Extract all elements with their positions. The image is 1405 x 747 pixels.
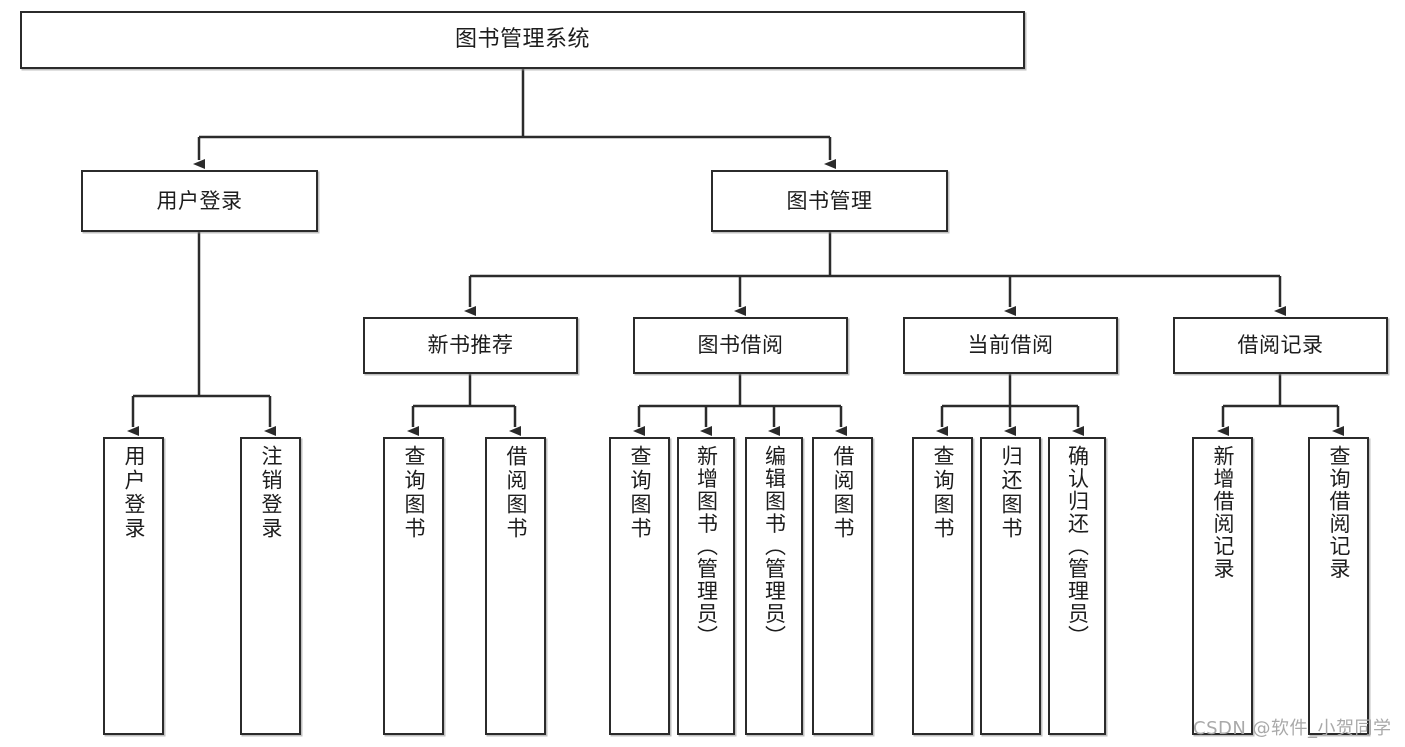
leaf-bookborrow-query-book[interactable]: 查询图书 bbox=[609, 437, 670, 735]
csdn-watermark: CSDN @软件_小贺同学 bbox=[1193, 718, 1392, 739]
leaf-bookborrow-add-book-admin[interactable]: 新增图书（管理员） bbox=[677, 437, 735, 735]
node-label: 查询图书 bbox=[931, 445, 955, 541]
node-label: 归还图书 bbox=[999, 445, 1023, 541]
node-label: 图书管理系统 bbox=[454, 27, 590, 53]
node-label: 查询图书 bbox=[628, 445, 652, 541]
leaf-borrowrecord-add-record[interactable]: 新增借阅记录 bbox=[1192, 437, 1253, 735]
node-label: 确认归还（管理员） bbox=[1065, 445, 1090, 648]
node-label: 借阅图书 bbox=[504, 445, 528, 541]
leaf-currentborrow-query-book[interactable]: 查询图书 bbox=[912, 437, 973, 735]
node-book-borrow[interactable]: 图书借阅 bbox=[633, 317, 848, 374]
node-book-management[interactable]: 图书管理 bbox=[711, 170, 948, 232]
node-label: 图书管理 bbox=[786, 188, 873, 213]
leaf-bookborrow-edit-book-admin[interactable]: 编辑图书（管理员） bbox=[745, 437, 803, 735]
node-label: 查询图书 bbox=[402, 445, 426, 541]
node-label: 借阅图书 bbox=[831, 445, 855, 541]
node-current-borrow[interactable]: 当前借阅 bbox=[903, 317, 1118, 374]
node-label: 编辑图书（管理员） bbox=[762, 445, 787, 648]
node-root-library-system[interactable]: 图书管理系统 bbox=[20, 11, 1025, 69]
leaf-bookborrow-borrow-book[interactable]: 借阅图书 bbox=[812, 437, 873, 735]
node-label: 新增图书（管理员） bbox=[694, 445, 719, 648]
node-label: 新增借阅记录 bbox=[1211, 445, 1235, 580]
node-label: 用户登录 bbox=[122, 445, 146, 541]
node-label: 注销登录 bbox=[259, 445, 283, 541]
node-user-login[interactable]: 用户登录 bbox=[81, 170, 318, 232]
node-label: 查询借阅记录 bbox=[1327, 445, 1351, 580]
leaf-borrowrecord-query-record[interactable]: 查询借阅记录 bbox=[1308, 437, 1369, 735]
leaf-currentborrow-return-book[interactable]: 归还图书 bbox=[980, 437, 1041, 735]
node-borrow-record[interactable]: 借阅记录 bbox=[1173, 317, 1388, 374]
node-new-book-recommend[interactable]: 新书推荐 bbox=[363, 317, 578, 374]
leaf-user-login-signin[interactable]: 用户登录 bbox=[103, 437, 164, 735]
leaf-newbook-borrow-book[interactable]: 借阅图书 bbox=[485, 437, 546, 735]
node-label: 图书借阅 bbox=[697, 333, 784, 358]
node-label: 借阅记录 bbox=[1237, 333, 1324, 358]
leaf-newbook-query-book[interactable]: 查询图书 bbox=[383, 437, 444, 735]
leaf-user-login-signout[interactable]: 注销登录 bbox=[240, 437, 301, 735]
node-label: 用户登录 bbox=[156, 188, 243, 213]
node-label: 当前借阅 bbox=[967, 333, 1054, 358]
node-label: 新书推荐 bbox=[427, 333, 514, 358]
leaf-currentborrow-confirm-return-admin[interactable]: 确认归还（管理员） bbox=[1048, 437, 1106, 735]
